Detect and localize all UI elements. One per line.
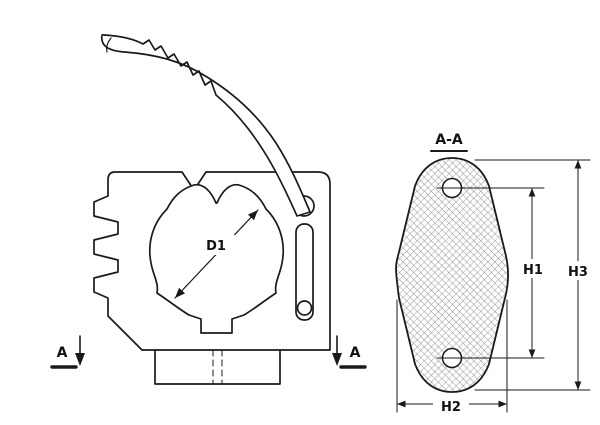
section-label-left: A xyxy=(57,345,68,361)
latch-slot xyxy=(295,223,314,321)
h2-label: H2 xyxy=(441,400,461,415)
h1-label: H1 xyxy=(523,263,543,278)
slot-pin xyxy=(296,300,313,316)
h3-label: H3 xyxy=(568,265,588,280)
h1-label-backing xyxy=(517,259,548,278)
d1-label-backing xyxy=(197,235,235,255)
section-label-right: A xyxy=(350,345,361,361)
d1-label: D1 xyxy=(206,239,226,254)
section-cut-arrowhead-left xyxy=(75,353,85,366)
h2-label-backing xyxy=(433,396,469,414)
section-shape xyxy=(395,157,509,393)
section-view-dimensions: H1 H3 H2 xyxy=(396,159,595,415)
front-view-annotations: D1 A A xyxy=(50,209,367,369)
mounting-foot xyxy=(154,349,281,385)
section-view-title: A-A xyxy=(435,132,463,148)
section-cut-arrowhead-right xyxy=(332,353,342,366)
front-view xyxy=(93,33,331,385)
lever-hook-tip-line xyxy=(106,37,112,53)
lever-arm xyxy=(100,33,311,217)
h3-label-backing xyxy=(562,261,595,280)
section-view: A-A xyxy=(395,132,509,393)
